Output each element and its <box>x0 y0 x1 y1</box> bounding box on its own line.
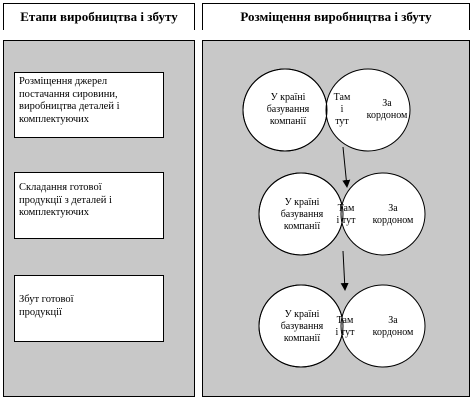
abroad-circle <box>325 68 411 152</box>
step-1-line-2: постачання сировини, <box>19 88 118 100</box>
arrow-2-to-3 <box>340 250 349 291</box>
venn-diagram-area: У країні базування компанії Там і тут За… <box>242 68 426 368</box>
left-panel: Розміщення джерел постачання сировини, в… <box>3 40 195 397</box>
step-1-line-4: комплектуючих <box>19 113 90 125</box>
step-1-line-1: Розміщення джерел <box>19 76 108 87</box>
overlap-label-line-3: тут <box>335 116 349 127</box>
overlap-label-line-2: і <box>341 104 344 115</box>
left-header: Етапи виробництва і збуту <box>3 3 195 30</box>
home-country-label-line-3: компанії <box>284 221 320 232</box>
step-3-line-2: продукції <box>19 306 62 318</box>
home-country-label-line-3: компанії <box>270 116 306 127</box>
abroad-circle <box>340 172 426 256</box>
arrow-1-to-2 <box>342 146 351 188</box>
left-header-title: Етапи виробництва і збуту <box>20 9 178 24</box>
home-country-label-line-2: базування <box>281 321 324 332</box>
step-box-2: Складання готової продукції з деталей і … <box>14 172 164 239</box>
abroad-label-line-2: кордоном <box>373 327 414 338</box>
abroad-label-line-2: кордоном <box>373 215 414 226</box>
venn-group-1: У країні базування компанії Там і тут За… <box>242 68 411 152</box>
step-box-1: Розміщення джерел постачання сировини, в… <box>14 72 164 138</box>
home-country-label-line-2: базування <box>267 104 310 115</box>
right-panel: У країні базування компанії Там і тут За… <box>202 40 470 397</box>
step-2-line-1: Складання готової <box>19 182 102 193</box>
right-header: Розміщення виробництва і збуту <box>202 3 470 30</box>
home-country-label-line-2: базування <box>281 209 324 220</box>
abroad-label-line-1: За <box>382 98 392 109</box>
overlap-label-line-2: і тут <box>336 327 356 338</box>
overlap-label-line-1: Там <box>338 203 355 214</box>
step-3-line-1: Збут готової <box>19 294 74 305</box>
step-2-line-3: комплектуючих <box>19 207 90 218</box>
abroad-label-line-2: кордоном <box>367 110 408 121</box>
right-header-title: Розміщення виробництва і збуту <box>240 9 432 24</box>
home-country-label-line-3: компанії <box>284 333 320 344</box>
overlap-label-line-1: Там <box>334 92 351 103</box>
home-country-label-line-1: У країні <box>285 309 320 320</box>
overlap-label-line-2: і тут <box>337 215 357 226</box>
venn-group-2: У країні базування компанії Там і тут За… <box>258 172 426 256</box>
home-country-label-line-1: У країні <box>285 197 320 208</box>
abroad-circle <box>340 284 426 368</box>
home-country-label-line-1: У країні <box>271 92 306 103</box>
overlap-label-line-1: Там <box>337 315 354 326</box>
venn-group-3: У країні базування компанії Там і тут За… <box>258 284 426 368</box>
step-2-line-2: продукції з деталей і <box>19 194 112 206</box>
step-box-3: Збут готової продукції <box>14 275 164 342</box>
abroad-label-line-1: За <box>388 203 398 214</box>
step-1-line-3: виробництва деталей і <box>19 101 120 112</box>
abroad-label-line-1: За <box>388 315 398 326</box>
